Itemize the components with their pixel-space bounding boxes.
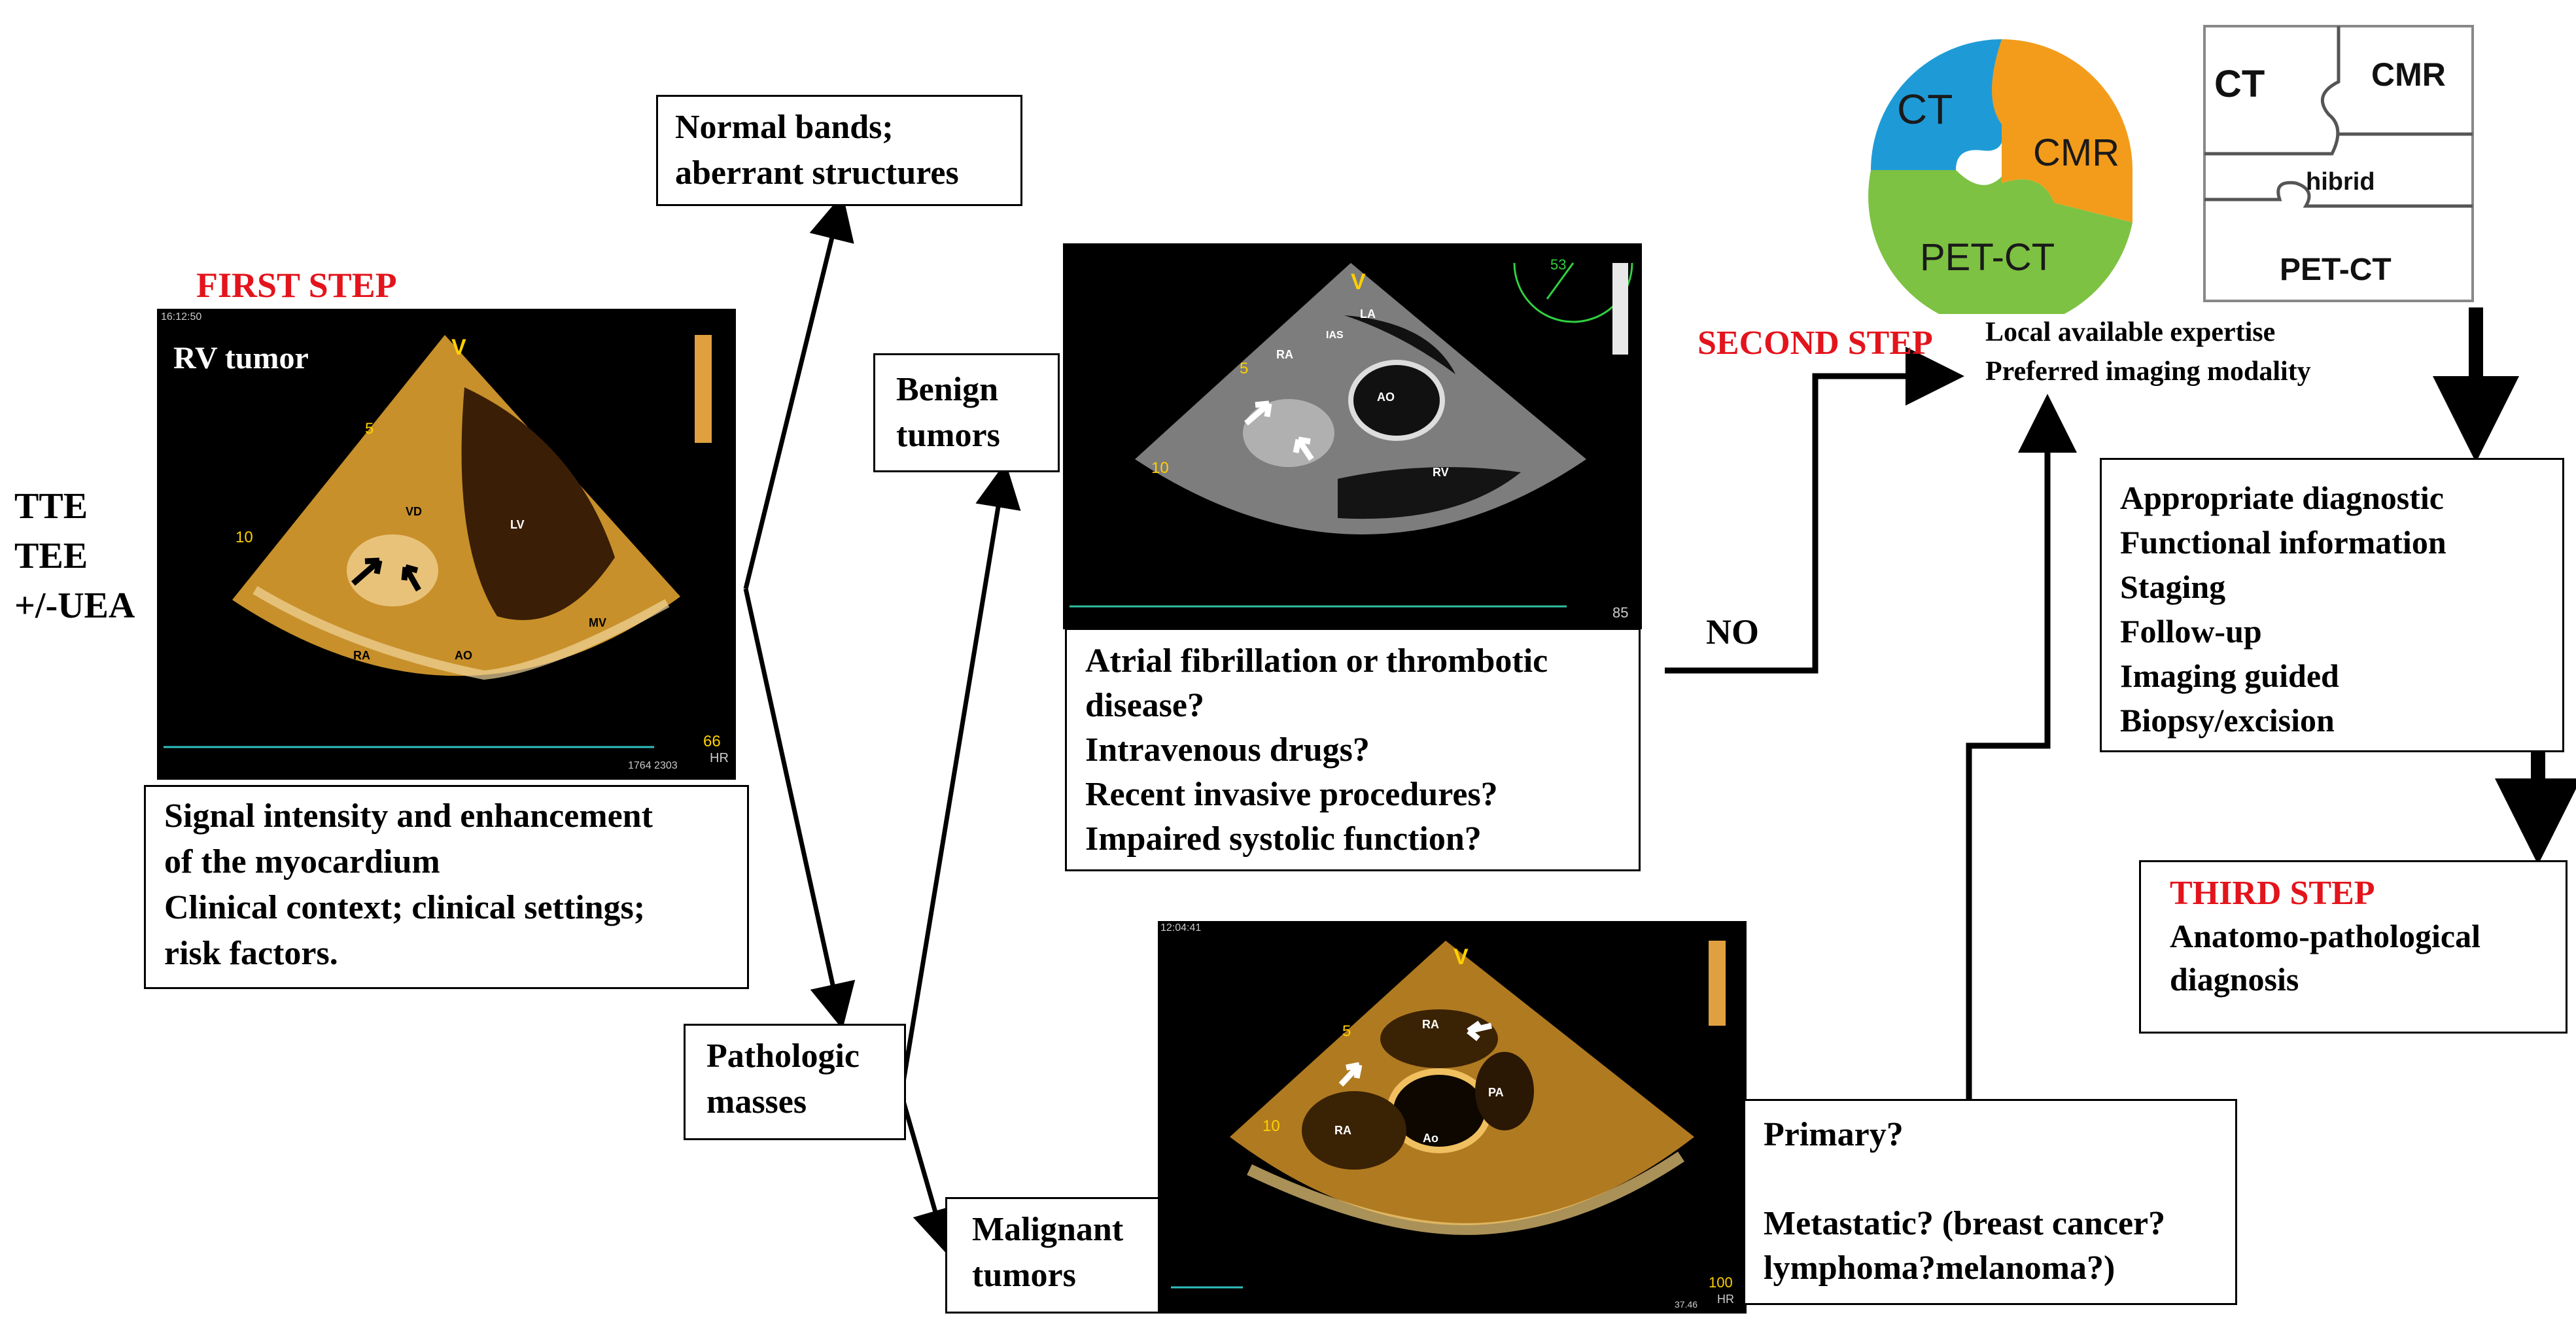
- hr-value: 66: [703, 733, 721, 750]
- benign-tumors-box: Benign tumors: [873, 353, 1060, 472]
- puzzle-cmr-label: CMR: [2033, 131, 2120, 174]
- arrow-to-normal-bands: [743, 194, 854, 589]
- label-ra: RA: [1276, 348, 1293, 361]
- label-mv: MV: [589, 616, 606, 629]
- echo-ra-top: [1380, 1009, 1498, 1068]
- depth-10: 10: [1151, 459, 1169, 477]
- arrow-icon-lower: [1338, 1062, 1363, 1087]
- third-step-box: THIRD STEP Anatomo-pathological diagnosi…: [2139, 860, 2567, 1034]
- malignant-tumors-box: Malignant tumors: [945, 1197, 1161, 1314]
- label-ao: AO: [1377, 391, 1395, 404]
- marker-v: V: [1351, 270, 1366, 294]
- echo-footer: 37.46: [1675, 1299, 1698, 1310]
- first-step-label: FIRST STEP: [196, 266, 397, 305]
- third-step-label: THIRD STEP: [2170, 875, 2375, 912]
- label-ra: RA: [353, 649, 370, 662]
- malignant-echo-image: 12:04:41 V RA PA RA Ao 5 10 100 HR 37.46: [1158, 921, 1747, 1314]
- modality-uea: +/-UEA: [14, 585, 135, 626]
- arrow-icon-upper: [1244, 400, 1272, 426]
- label-pa: PA: [1488, 1086, 1504, 1099]
- pathologic-masses-box: Pathologic masses: [684, 1024, 906, 1140]
- puzzle-piece-ct: [1871, 39, 2003, 170]
- echo-texture: [1247, 1151, 1684, 1235]
- label-ra-top: RA: [1422, 1018, 1439, 1031]
- echo-sector: [232, 335, 680, 676]
- third-step-diagnosis: Anatomo-pathological diagnosis: [2170, 918, 2480, 998]
- frame-number: 85: [1612, 604, 1629, 621]
- echo-chamber: [1344, 315, 1455, 374]
- outcomes-box: Appropriate diagnostic Functional inform…: [2100, 458, 2564, 752]
- echo-colorbar: [695, 335, 712, 443]
- echo-angle-line: [1546, 262, 1575, 300]
- arrow-icon-upper: [1467, 1020, 1493, 1041]
- puzzle-ct-label: CT: [1897, 86, 1953, 133]
- echo-time: 16:12:50: [161, 311, 202, 322]
- arrow-icon-left: [351, 557, 383, 586]
- echo-aorta: [1348, 360, 1445, 441]
- label-rv: RV: [1433, 466, 1449, 479]
- echo-mass: [1243, 399, 1334, 467]
- malignant-questions-box: Primary? Metastatic? (breast cancer? lym…: [1743, 1099, 2237, 1305]
- outline-cmr-label: CMR: [2371, 56, 2446, 93]
- modality-tee: TEE: [14, 536, 88, 576]
- outline-hibrid-label: hibrid: [2306, 168, 2375, 196]
- benign-echo-image: V 53 LA IAS RA AO RV 5 10 85: [1063, 243, 1642, 629]
- echo-rv: [1338, 467, 1521, 519]
- no-label: NO: [1706, 612, 1759, 652]
- hr-value: 100: [1709, 1274, 1733, 1291]
- puzzle-piece-cmr: [1992, 39, 2132, 222]
- label-ao: Ao: [1423, 1132, 1438, 1145]
- label-vd: VD: [406, 505, 423, 518]
- depth-5: 5: [1240, 360, 1249, 377]
- normal-bands-box: Normal bands; aberrant structures: [656, 95, 1022, 206]
- colored-puzzle: CT CMR PET-CT: [1858, 26, 2146, 314]
- arrow-to-pathologic-masses: [743, 588, 856, 1030]
- echo-colorbar: [1709, 941, 1726, 1026]
- depth-5: 5: [1342, 1022, 1351, 1040]
- benign-questions-box: Atrial fibrillation or thrombotic diseas…: [1065, 628, 1641, 871]
- depth-10: 10: [1262, 1117, 1280, 1135]
- label-ra: RA: [1334, 1124, 1351, 1137]
- label-lv: LV: [510, 518, 525, 531]
- depth-5: 5: [365, 420, 374, 438]
- arrow-icon-right: [401, 564, 421, 592]
- modality-tte: TTE: [14, 486, 88, 527]
- hr-unit: HR: [710, 751, 729, 765]
- label-la: LA: [1360, 307, 1376, 321]
- echo-pa: [1475, 1052, 1534, 1130]
- echo-texture: [252, 585, 670, 680]
- marker-v: V: [1453, 945, 1469, 969]
- label-ao: AO: [455, 649, 472, 662]
- arrow-to-malignant: [900, 1098, 958, 1255]
- marker-v: V: [451, 335, 466, 360]
- echo-time: 12:04:41: [1160, 922, 1202, 933]
- expertise-text: Local available expertise Preferred imag…: [1985, 317, 2311, 387]
- echo-grayscale-bar: [1612, 263, 1628, 355]
- label-ias: IAS: [1326, 330, 1344, 341]
- puzzle-petct-label: PET-CT: [1920, 236, 2055, 279]
- rv-tumor-title: RV tumor: [173, 341, 309, 375]
- arrow-icon-lower: [1293, 436, 1314, 461]
- echo-ra: [1302, 1091, 1406, 1170]
- echo-cavity: [461, 387, 615, 620]
- depth-10: 10: [235, 529, 253, 546]
- outline-puzzle: CT CMR hibrid PET-CT: [2201, 23, 2476, 304]
- echo-footer: 1764 2303: [628, 760, 678, 771]
- angle-label: 53: [1550, 256, 1567, 273]
- arrow-no-to-second-step: [1665, 347, 1964, 674]
- rv-tumor-echo-image: RV tumor 16:12:50 V 5 10 VD LV RA AO MV …: [157, 309, 736, 780]
- echo-tumor: [347, 534, 438, 606]
- hr-unit: HR: [1717, 1293, 1734, 1306]
- arrow-malignant-to-second-step: [1966, 394, 2077, 1099]
- arrow-to-benign: [900, 462, 1021, 1087]
- outline-ct-label: CT: [2214, 63, 2265, 105]
- puzzle-piece-petct: [1868, 170, 2132, 314]
- second-step-label: SECOND STEP: [1697, 324, 1933, 362]
- outline-petct-label: PET-CT: [2280, 253, 2392, 287]
- first-step-criteria-box: Signal intensity and enhancement of the …: [144, 785, 749, 989]
